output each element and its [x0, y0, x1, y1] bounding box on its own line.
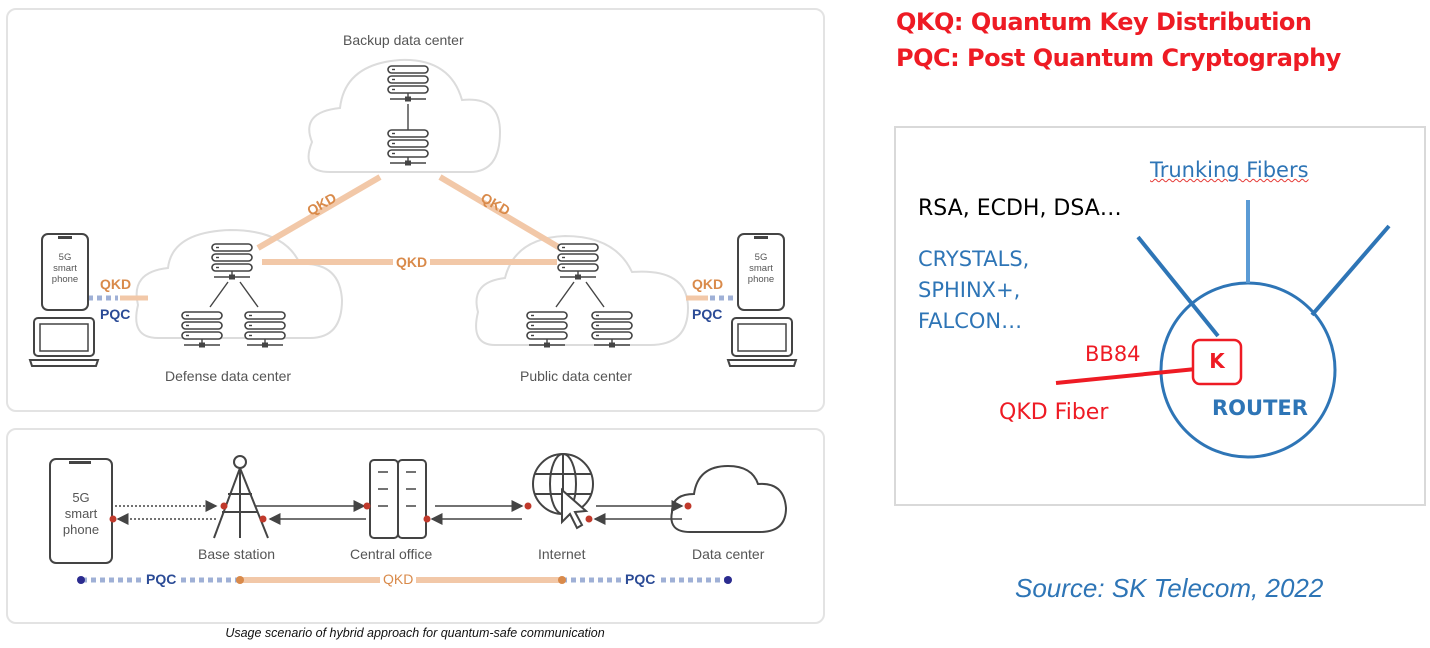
- pqc-algorithms-list: CRYSTALS, SPHINX+, FALCON…: [918, 244, 1029, 337]
- pqc-algo-item: CRYSTALS,: [918, 247, 1030, 271]
- left-phone-text: 5G smart phone: [45, 252, 85, 285]
- defense-dc-label: Defense data center: [165, 368, 292, 384]
- phone-text-line: smart: [64, 506, 98, 521]
- path-graphics: [49, 453, 788, 584]
- segment-label-pqc-left: PQC: [143, 571, 180, 587]
- backup-dc-label: Backup data center: [343, 32, 464, 48]
- right-qkd-label: QKD: [692, 276, 724, 292]
- phone-text-line: smart: [749, 263, 773, 274]
- key-box: [1191, 338, 1243, 386]
- phone-text-line: 5G: [754, 252, 768, 263]
- left-qkd-label: QKD: [100, 276, 132, 292]
- bb84-label: BB84: [1085, 342, 1141, 366]
- phone-text-line: 5G: [72, 490, 90, 505]
- base-station-icon: [213, 455, 269, 539]
- right-phone-text: 5G smart phone: [741, 252, 781, 285]
- base-station-label: Base station: [198, 546, 276, 562]
- phone-text-line: 5G: [58, 252, 72, 263]
- phone-text-line: phone: [62, 522, 100, 537]
- qkd-fiber-label: QKD Fiber: [999, 400, 1109, 425]
- pqc-algo-item: FALCON…: [918, 309, 1023, 333]
- classic-algorithms-label: RSA, ECDH, DSA…: [918, 196, 1122, 221]
- right-phone-icon: [737, 233, 785, 311]
- phone-text-line: phone: [51, 274, 79, 285]
- endpoint-dots: [109, 502, 692, 523]
- figure-caption: Usage scenario of hybrid approach for qu…: [225, 626, 605, 640]
- topology-graphics: [29, 58, 797, 367]
- backup-cloud: [307, 58, 502, 173]
- source-citation: Source: SK Telecom, 2022: [1015, 573, 1324, 603]
- qkd-link-label-middle: QKD: [393, 254, 431, 270]
- trunk-fiber-right: [1310, 224, 1391, 317]
- trunking-fibers-label: Trunking Fibers: [1150, 158, 1309, 182]
- segment-label-pqc-right: PQC: [622, 571, 659, 587]
- key-label: K: [1209, 349, 1225, 373]
- left-phone-icon: [41, 233, 89, 311]
- phone-text-line: smart: [53, 263, 77, 274]
- router-graphics: [1055, 200, 1391, 459]
- segment-label-qkd: QKD: [380, 571, 417, 587]
- cursor-icon: [561, 487, 589, 530]
- legend-qkd: QKQ: Quantum Key Distribution: [896, 8, 1312, 36]
- legend-pqc: PQC: Post Quantum Cryptography: [896, 44, 1341, 72]
- defense-cloud: [135, 228, 344, 339]
- router-label: ROUTER: [1212, 396, 1308, 420]
- qkd-fiber-line: [1055, 367, 1197, 385]
- data-center-label: Data center: [692, 546, 765, 562]
- right-pqc-label: PQC: [692, 306, 723, 322]
- central-office-icon: [369, 459, 427, 539]
- path-phone-text: 5G smart phone: [56, 490, 106, 538]
- central-office-label: Central office: [350, 546, 433, 562]
- pqc-algo-item: SPHINX+,: [918, 278, 1021, 302]
- left-pqc-label: PQC: [100, 306, 131, 322]
- router-panel: [894, 126, 1426, 506]
- public-cloud: [475, 234, 690, 346]
- public-dc-label: Public data center: [520, 368, 633, 384]
- path-phone-icon: [49, 458, 113, 564]
- classic-fiber-line: [1136, 235, 1220, 338]
- internet-label: Internet: [538, 546, 586, 562]
- phone-text-line: phone: [747, 274, 775, 285]
